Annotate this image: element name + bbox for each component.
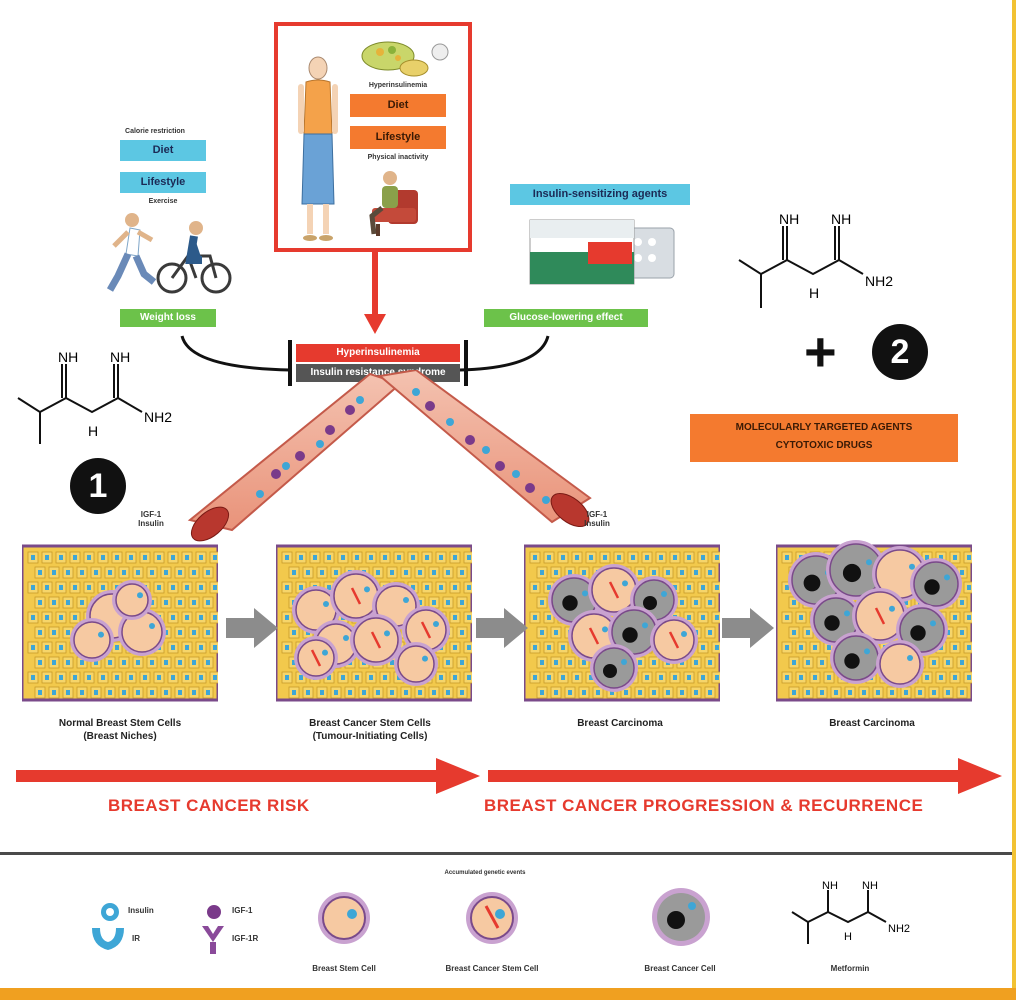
breast-stem-cell-icon [318, 892, 370, 944]
left-diet-tag: Diet [120, 140, 206, 161]
progression-arrow [488, 758, 1002, 794]
central-bar-left-cap [288, 340, 292, 386]
met-top-h: H [809, 285, 819, 301]
bottom-border [0, 988, 1016, 1000]
met-legend-nh-right: NH [862, 880, 878, 892]
metformin-structure-left: NH NH H NH2 [17, 350, 172, 444]
top-down-arrow [364, 250, 386, 334]
metformin-legend-structure: NH NH H NH2 [791, 880, 910, 944]
top-box-caption: Physical inactivity [367, 154, 429, 161]
drug-box-icon [529, 219, 675, 285]
progression-label: BREAST CANCER PROGRESSION & RECURRENCE [484, 796, 924, 815]
risk-arrow [16, 758, 480, 794]
top-box-heading: Hyperinsulinemia [368, 82, 428, 89]
igf1r-legend-icon [202, 926, 224, 954]
cyclist-icon [156, 221, 232, 294]
top-diet-tag: Diet [350, 94, 446, 117]
insulin-sensitizing-tag: Insulin-sensitizing agents [510, 184, 690, 205]
targeted-line2: CYTOTOXIC DRUGS [775, 440, 873, 451]
met-left-nh2: NH2 [144, 409, 172, 425]
risk-label: BREAST CANCER RISK [108, 796, 310, 815]
tissue-panel-3 [524, 544, 720, 702]
met-top-nh-left: NH [779, 212, 799, 227]
igf-right-label: IGF-1 Insulin [584, 510, 610, 528]
metformin-structure-top: NH NH H NH2 [738, 212, 893, 308]
ir-legend-icon [92, 928, 124, 950]
tissue-caption-4: Breast Carcinoma [829, 718, 915, 729]
legend-ir: IR [132, 934, 140, 943]
breast-cancer-cell-icon [652, 888, 710, 946]
tissue-panel-2 [276, 544, 472, 702]
legend-divider [0, 852, 1012, 855]
step-one-badge: 1 [70, 458, 126, 514]
legend-cancer-cell: Breast Cancer Cell [644, 964, 716, 973]
met-legend-nh-left: NH [822, 880, 838, 892]
tissue-panel-4 [776, 540, 972, 702]
met-legend-h: H [844, 931, 852, 943]
met-left-nh-left: NH [58, 350, 78, 365]
woman-figure-icon [298, 56, 338, 241]
runner-icon [106, 213, 157, 292]
tissue-panel-1 [22, 544, 218, 702]
insulin-legend-icon [101, 903, 119, 921]
left-block-heading: Calorie restriction [125, 128, 185, 135]
food-bowl-icon [361, 41, 449, 77]
met-top-nh2: NH2 [865, 273, 893, 289]
tissue-caption-1: Normal Breast Stem Cells (Breast Niches) [58, 718, 182, 742]
targeted-agents-box: MOLECULARLY TARGETED AGENTS CYTOTOXIC DR… [690, 414, 958, 462]
left-lifestyle-tag: Lifestyle [120, 172, 206, 193]
legend-metformin: Metformin [830, 964, 870, 973]
met-top-nh-right: NH [831, 212, 851, 227]
legend-stem-cell: Breast Stem Cell [312, 964, 376, 973]
met-left-h: H [88, 423, 98, 439]
targeted-line1: MOLECULARLY TARGETED AGENTS [735, 422, 913, 433]
plus-sign: + [804, 320, 837, 383]
left-block-caption: Exercise [148, 198, 178, 205]
igf1-legend-icon [207, 905, 221, 919]
blood-vessels [187, 370, 592, 542]
legend-cancer-stem-cell: Breast Cancer Stem Cell [445, 964, 539, 973]
glucose-lowering-tag: Glucose-lowering effect [484, 309, 648, 327]
progression-arrows [226, 608, 774, 648]
igf-left-label: IGF-1 Insulin [138, 510, 164, 528]
weight-loss-tag: Weight loss [120, 309, 216, 327]
sitting-person-icon [369, 171, 418, 236]
central-bar-top: Hyperinsulinemia [296, 344, 460, 362]
tissue-caption-2: Breast Cancer Stem Cells (Tumour-Initiat… [309, 718, 431, 742]
met-left-nh-right: NH [110, 350, 130, 365]
legend-accumulated-note: Accumulated genetic events [444, 870, 526, 876]
breast-cancer-stem-cell-icon [466, 892, 518, 944]
legend-igf1: IGF-1 [232, 906, 253, 915]
met-legend-nh2: NH2 [888, 923, 910, 935]
central-bar-right-cap [464, 340, 468, 386]
tissue-caption-3: Breast Carcinoma [577, 718, 663, 729]
legend-insulin: Insulin [128, 906, 154, 915]
top-lifestyle-tag: Lifestyle [350, 126, 446, 149]
step-two-badge: 2 [872, 324, 928, 380]
right-border [1012, 0, 1016, 1000]
legend-igf1r: IGF-1R [232, 934, 259, 943]
diet-lifestyle-box: Hyperinsulinemia Diet Lifestyle Physical… [274, 22, 472, 252]
connector-lines [180, 335, 550, 372]
